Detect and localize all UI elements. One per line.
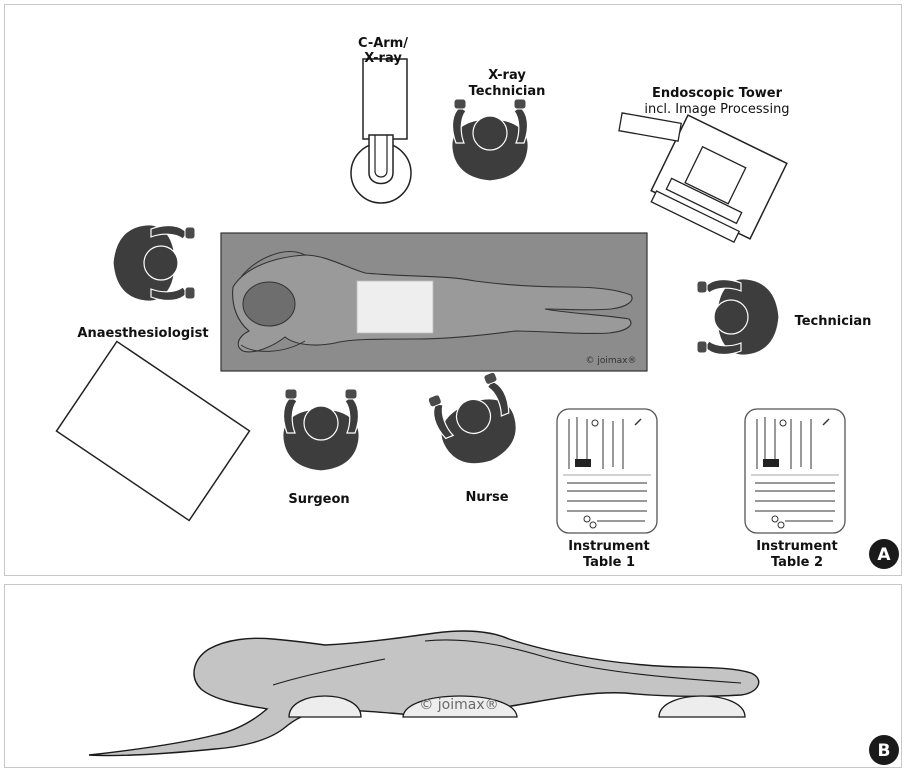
instrument-table-1-label-line2: Table 1: [583, 555, 635, 570]
xray-technician-figure: [452, 99, 528, 181]
nurse-label: Nurse: [465, 490, 508, 505]
patient-side-view: [89, 631, 759, 756]
technician-figure: [697, 279, 779, 355]
panel-a-badge: A: [869, 539, 899, 569]
c-arm-device: [351, 59, 411, 203]
anaesthesiologist-label: Anaesthesiologist: [77, 326, 208, 341]
panel-a-watermark: © joimax®: [586, 356, 637, 366]
technician-label: Technician: [795, 314, 872, 329]
instrument-table-2-label-line2: Table 2: [771, 555, 823, 570]
or-layout-diagram: C-Arm/ X-ray X-ray Technician Endoscopic…: [5, 5, 903, 577]
instrument-table-2-label-line1: Instrument: [756, 539, 838, 554]
endoscopic-tower-label-line2: incl. Image Processing: [644, 102, 789, 117]
c-arm-label-line1: C-Arm/: [358, 36, 408, 51]
instrument-table-2: [745, 409, 845, 533]
xray-technician-label-line1: X-ray: [488, 68, 526, 83]
panel-a: C-Arm/ X-ray X-ray Technician Endoscopic…: [4, 4, 902, 576]
c-arm-label-line2: X-ray: [364, 51, 402, 66]
xray-technician-label-line2: Technician: [469, 84, 546, 99]
panel-b-badge-letter: B: [878, 741, 891, 761]
surgeon-label: Surgeon: [288, 492, 349, 507]
instrument-table-1: [557, 409, 657, 533]
nurse-figure: [425, 371, 527, 476]
anaesthesiologist-figure: [113, 225, 195, 301]
operating-table: © joimax®: [221, 233, 647, 371]
surgeon-figure: [283, 389, 359, 471]
instrument-table-1-label-line1: Instrument: [568, 539, 650, 554]
panel-a-badge-letter: A: [877, 545, 891, 565]
panel-b-badge: B: [869, 735, 899, 765]
prone-position-side-view: © joimax® B: [5, 585, 903, 769]
panel-b-watermark: © joimax®: [419, 697, 498, 713]
endoscopic-tower-label-line1: Endoscopic Tower: [652, 86, 783, 101]
panel-b: © joimax® B: [4, 584, 902, 768]
